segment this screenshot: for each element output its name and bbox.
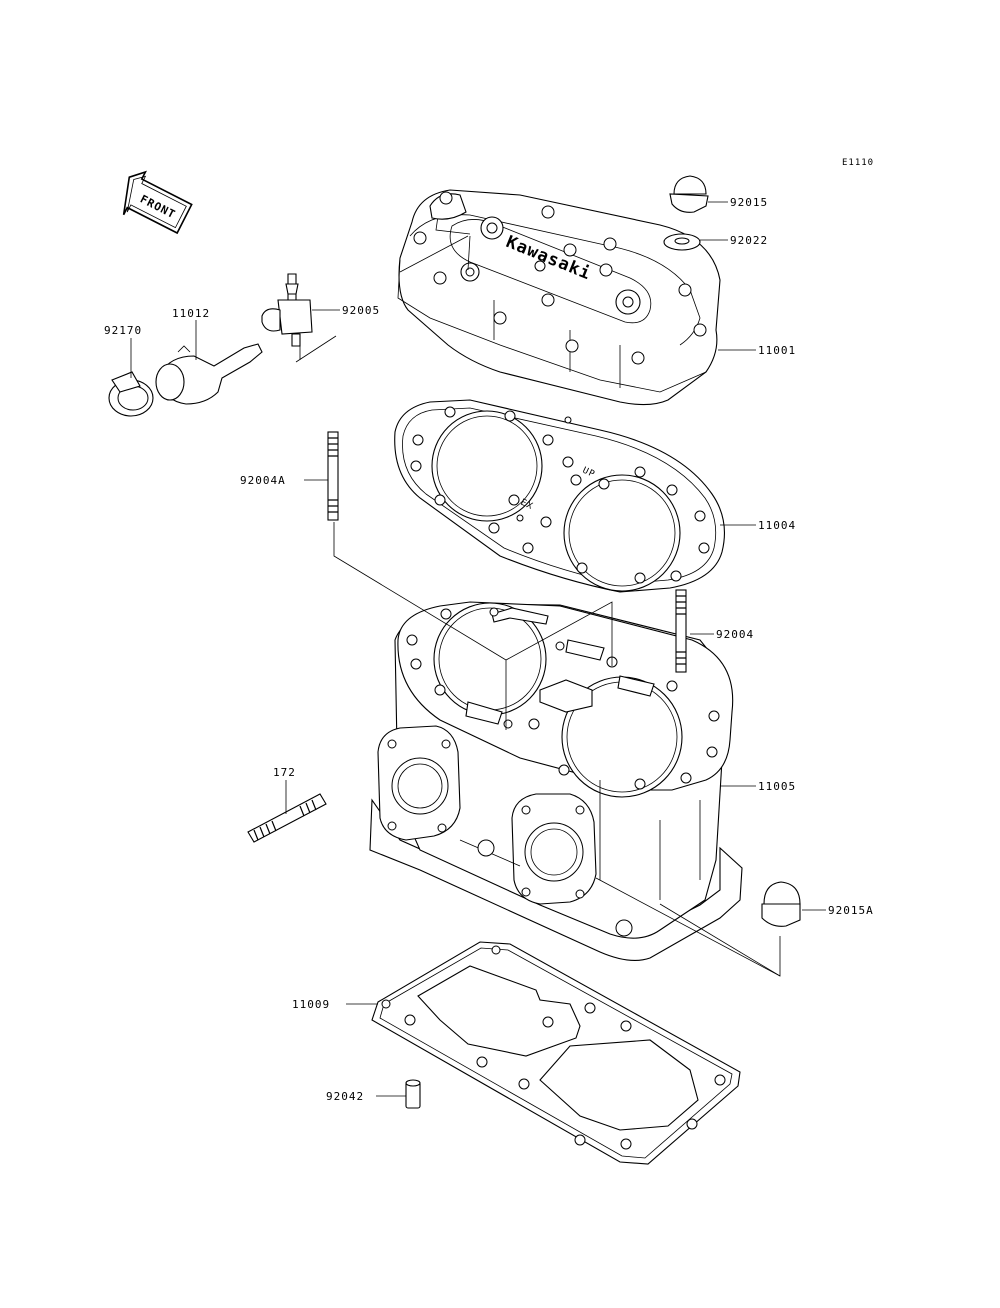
- diagram-ref-code: E1110: [842, 158, 874, 168]
- stud-92004A: [327, 431, 339, 521]
- base-gasket-11009: [371, 941, 741, 1165]
- part-label: 92015: [730, 196, 768, 209]
- part-label: 92005: [342, 304, 380, 317]
- cylinder-11005: [369, 601, 743, 961]
- part-label: 92042: [326, 1090, 364, 1103]
- gasket-ex-mark: EX: [519, 498, 535, 512]
- head-gasket-11004: UP EX: [394, 399, 725, 593]
- clamp-92170: [108, 371, 154, 417]
- part-label: 92022: [730, 234, 768, 247]
- part-label: 172: [273, 766, 296, 779]
- cap-nut-92015A: [761, 881, 801, 927]
- washer-92022: [663, 233, 701, 251]
- part-11012: [155, 343, 263, 405]
- part-label: 92004A: [240, 474, 286, 487]
- part-label: 92170: [104, 324, 142, 337]
- head-gasket-bolt-holes: [410, 406, 710, 584]
- part-label: 92004: [716, 628, 754, 641]
- part-label: 11004: [758, 519, 796, 532]
- dowel-92042: [405, 1079, 421, 1109]
- front-arrow-icon: FRONT: [122, 170, 193, 235]
- part-label: 11005: [758, 780, 796, 793]
- spark-plug-boss: [460, 216, 641, 315]
- stud-172: [247, 793, 327, 843]
- base-gasket-holes: [381, 945, 726, 1150]
- cylinder-deck-holes: [406, 607, 720, 790]
- part-label: 11009: [292, 998, 330, 1011]
- stud-92004: [675, 589, 687, 673]
- part-label: 92015A: [828, 904, 874, 917]
- cap-nut-92015: [669, 175, 709, 213]
- head-bolt-holes: [413, 191, 707, 365]
- fitting-92005: [261, 273, 313, 347]
- cylinder-head-11001: Kawasaki: [397, 189, 721, 406]
- gasket-up-mark: UP: [581, 466, 597, 480]
- leader-lines: [130, 201, 826, 1097]
- part-labels: 92015 92022 92005 11012 92170 11001 9200…: [104, 196, 874, 1103]
- part-label: 11012: [172, 307, 210, 320]
- part-label: 11001: [758, 344, 796, 357]
